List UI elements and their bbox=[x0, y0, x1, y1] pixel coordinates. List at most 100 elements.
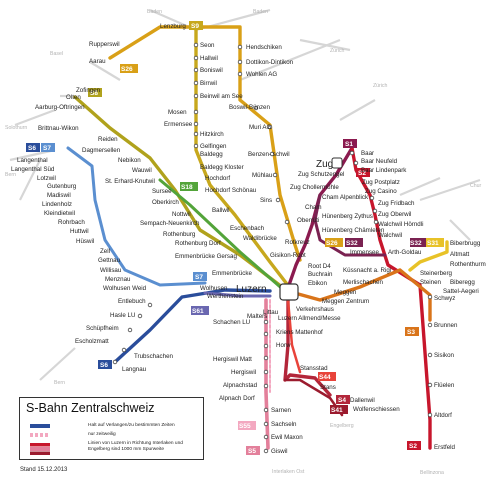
station-lotzwil: Lotzwil bbox=[37, 175, 56, 182]
line-badges: S9 S26 S8 S6 S7 S18 S1 S2 S26 S32 S31 S3… bbox=[26, 21, 444, 455]
station-hergiswil: Hergiswil bbox=[231, 369, 256, 376]
station-olten: Olten bbox=[66, 94, 81, 101]
luzern-hub[interactable]: Luzern bbox=[236, 283, 299, 301]
station-baldegg: Baldegg bbox=[200, 151, 223, 158]
station-menznau: Menznau bbox=[105, 276, 131, 283]
edge-baden-2: Baden bbox=[253, 9, 268, 15]
station-hallwil: Hallwil bbox=[200, 55, 218, 62]
station-kriens: Kriens Mattenhof bbox=[276, 329, 323, 336]
station-hitzkirch: Hitzkirch bbox=[200, 131, 224, 138]
station-escholzmatt: Escholzmatt bbox=[75, 338, 109, 345]
station-lenzburg: Lenzburg bbox=[160, 23, 186, 30]
edge-baden-1: Baden bbox=[147, 9, 162, 15]
station-hochdorf: Hochdorf bbox=[205, 175, 230, 182]
station-zug-fridbach: Zug Fridbach bbox=[378, 200, 415, 207]
badge-s3: S3 bbox=[407, 329, 415, 336]
station-hasle: Hasle LU bbox=[110, 312, 135, 319]
station-willisau: Willisau bbox=[100, 267, 122, 274]
station-sursee: Sursee bbox=[152, 188, 172, 195]
station-zug-postplatz: Zug Postplatz bbox=[362, 179, 400, 186]
edge-solothurn: Solothurn bbox=[5, 125, 27, 131]
station-emmenbruecke-gersag: Emmenbrücke Gersag bbox=[175, 253, 237, 260]
station-gutenburg: Gutenburg bbox=[47, 183, 77, 190]
station-gelfingen: Gelfingen bbox=[200, 143, 227, 150]
station-buchrain: Buchrain bbox=[308, 271, 333, 278]
badge-s2: S2 bbox=[358, 170, 366, 177]
station-dots bbox=[112, 42, 433, 454]
station-kuessnacht: Küssnacht a. Rigi bbox=[343, 267, 391, 274]
station-st-erhard: St. Erhard-Knutwil bbox=[105, 178, 155, 185]
station-baar-lindenpark: Baar Lindenpark bbox=[361, 167, 407, 174]
station-rothenburg-dorf: Rothenburg Dorf bbox=[175, 240, 221, 247]
station-aarburg: Aarburg-Oftringen bbox=[35, 104, 85, 111]
station-rohrbach: Rohrbach bbox=[58, 219, 85, 226]
legend-symbol-narrow-gauge bbox=[30, 443, 50, 455]
station-sisikon: Sisikon bbox=[434, 352, 455, 359]
zug-label: Zug bbox=[316, 159, 333, 170]
stand-date: Stand 15.12.2013 bbox=[20, 467, 68, 473]
badge-s41: S41 bbox=[331, 407, 343, 414]
station-boswil: Boswil-Bünzen bbox=[229, 104, 270, 111]
edge-interlaken: Interlaken Ost bbox=[272, 469, 305, 475]
badge-s2-erstfeld: S2 bbox=[409, 443, 417, 450]
badge-s6: S6 bbox=[28, 145, 36, 152]
station-oberkirch: Oberkirch bbox=[152, 199, 179, 206]
station-sachseln: Sachseln bbox=[271, 421, 297, 428]
station-dallenwil: Dallenwil bbox=[350, 397, 375, 404]
station-malters: Malters bbox=[247, 313, 267, 320]
badge-s44: S44 bbox=[319, 374, 331, 381]
station-muehlau: Mühlau bbox=[252, 172, 273, 179]
badge-s7-wolhusen: S7 bbox=[195, 274, 203, 281]
station-huenenberg-zythus: Hünenberg Zythus bbox=[322, 213, 373, 220]
badge-s32: S32 bbox=[346, 240, 358, 247]
station-boniswil: Boniswil bbox=[200, 67, 223, 74]
station-trubschachen: Trubschachen bbox=[134, 353, 174, 360]
station-gettnau: Gettnau bbox=[98, 257, 121, 264]
luzern-label: Luzern bbox=[236, 284, 267, 295]
station-schachen: Schachen LU bbox=[213, 319, 250, 326]
station-hochdorf-schoenau: Hochdorf Schönau bbox=[205, 187, 257, 194]
station-walchwil-hoerndli: Walchwil Hörndli bbox=[378, 221, 424, 228]
station-arth-goldau: Arth-Goldau bbox=[388, 249, 422, 256]
station-muri: Muri AG bbox=[249, 124, 272, 131]
edge-basel: Basel bbox=[50, 51, 63, 57]
badge-s4: S4 bbox=[338, 397, 346, 404]
station-nebikon: Nebikon bbox=[118, 157, 141, 164]
station-alpnach-dorf: Alpnach Dorf bbox=[219, 395, 255, 402]
station-steinerberg: Steinerberg bbox=[420, 270, 453, 277]
station-zug-chollermuehle: Zug Chollermühle bbox=[290, 184, 339, 191]
station-zug-schutzengel: Zug Schutzengel bbox=[298, 171, 344, 178]
station-hergiswil-matt: Hergiswil Matt bbox=[213, 356, 252, 363]
station-langnau: Langnau bbox=[122, 366, 147, 373]
legend-row-request-stop: Halt auf Verlangen/zu bestimmten Zeiten bbox=[88, 423, 175, 428]
edge-chur: Chur bbox=[470, 183, 482, 189]
zug-hub[interactable]: Zug bbox=[316, 157, 343, 170]
badge-s26: S26 bbox=[121, 66, 133, 73]
legend-row-temporary: nur zeitweilig bbox=[88, 432, 116, 437]
badge-s31: S31 bbox=[427, 240, 439, 247]
badge-s5: S5 bbox=[248, 448, 256, 455]
station-immensee: Immensee bbox=[350, 249, 379, 256]
station-waldibruecke: Waldibrücke bbox=[243, 235, 277, 242]
station-baar-neufeld: Baar Neufeld bbox=[361, 158, 398, 165]
station-stans: Stans bbox=[320, 384, 336, 391]
station-brunnen: Brunnen bbox=[434, 322, 458, 329]
station-langenthal: Langenthal bbox=[17, 157, 48, 164]
station-eschenbach: Eschenbach bbox=[230, 225, 265, 232]
badge-s6-langnau: S6 bbox=[100, 362, 108, 369]
edge-zuerich-1: Zürich bbox=[330, 48, 345, 54]
edge-engelberg: Engelberg bbox=[330, 423, 354, 429]
station-dottikon: Dottikon-Dintikon bbox=[246, 59, 294, 66]
station-mosen: Mosen bbox=[168, 109, 187, 116]
station-ewil-maxon: Ewil Maxon bbox=[271, 434, 303, 441]
station-ebikon: Ebikon bbox=[308, 280, 327, 287]
station-hendschiken: Hendschiken bbox=[246, 44, 282, 51]
legend-symbol-request-stop bbox=[30, 424, 50, 428]
station-wauwil: Wauwil bbox=[132, 167, 152, 174]
station-emmenbruecke: Emmenbrücke bbox=[212, 270, 252, 277]
station-benzenschwil: Benzen- schwil bbox=[248, 151, 290, 158]
edge-bern-1: Bern bbox=[5, 172, 16, 178]
station-wohlen: Wohlen AG bbox=[246, 71, 277, 78]
